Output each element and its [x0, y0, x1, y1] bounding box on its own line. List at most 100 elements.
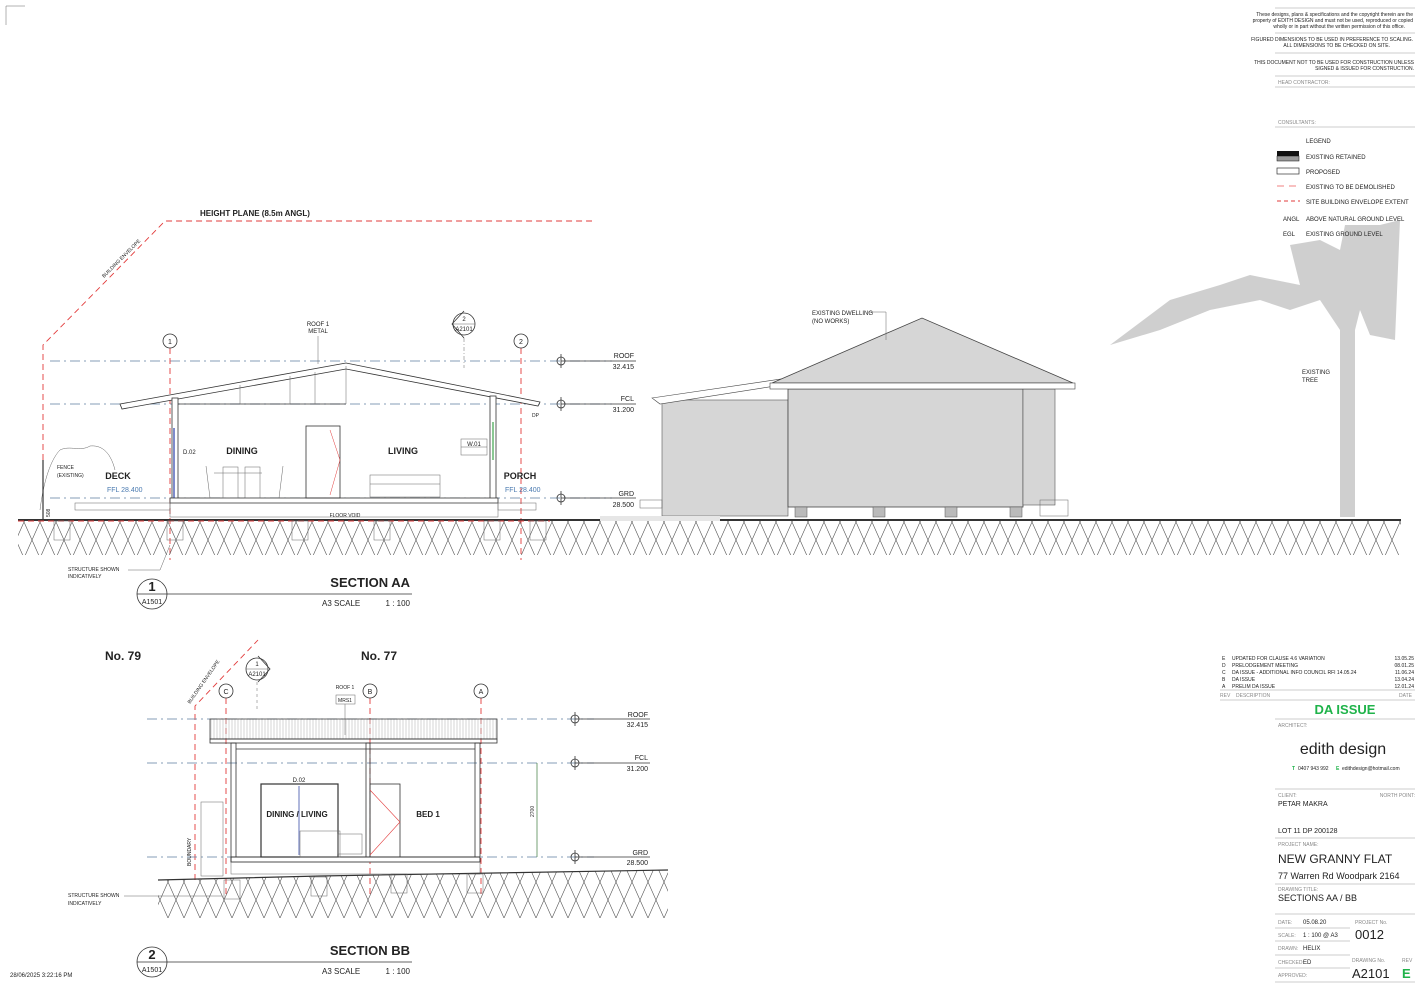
- wall-c: [230, 742, 237, 863]
- grid-label-b: B: [368, 689, 373, 696]
- bed-door: [369, 783, 401, 858]
- section-aa-title: 1 A1501 SECTION AA A3 SCALE 1 : 100: [136, 575, 412, 610]
- drawing-text: 2: [148, 947, 155, 962]
- grid-label-c: C: [223, 689, 228, 696]
- level-grd-name: GRD: [618, 491, 634, 498]
- structure-note-bb-2: INDICATIVELY: [68, 901, 102, 907]
- drawing-text: 1 : 100: [386, 967, 411, 976]
- drawing-text: ARCHITECT:: [1278, 723, 1307, 729]
- drawing-text: B: [1222, 677, 1226, 683]
- drawing-text: edithdesign@hotmail.com: [1342, 766, 1400, 772]
- room-label-dining: DINING: [226, 446, 258, 456]
- drawing-text: UPDATED FOR CLAUSE 4.6 VARIATION: [1232, 656, 1325, 662]
- boundary-label: BOUNDARY: [187, 837, 193, 866]
- drawing-number: A2101: [1352, 966, 1390, 981]
- drawing-text: HELIX: [1303, 946, 1320, 952]
- sheet-corner-mark: [5, 5, 25, 25]
- deck-aa: [74, 502, 171, 511]
- floor-aa: [169, 497, 499, 504]
- wall-left: [171, 397, 179, 501]
- drawing-text: A1501: [142, 967, 162, 974]
- drawing-text: SECTION AA: [330, 575, 410, 590]
- room-label-deck: DECK: [105, 471, 131, 481]
- drawing-text: NORTH POINT:: [1380, 793, 1415, 799]
- roof-note: ROOF 1: [307, 322, 330, 328]
- drawing-text: CHECKED:: [1278, 960, 1304, 966]
- drawing-text: 05.08.20: [1303, 920, 1327, 926]
- drawing-text: DATE: [1399, 693, 1413, 699]
- ground-line-bb: [157, 869, 669, 881]
- dimension-2700: 2700: [530, 806, 536, 817]
- drawing-text: A2101: [248, 672, 266, 678]
- grid-bubble-c: [218, 683, 234, 699]
- drawing-text: EGL: [1283, 232, 1296, 238]
- level-roof-name: ROOF: [614, 353, 634, 360]
- status-da-issue: DA ISSUE: [1315, 702, 1376, 717]
- drawing-text: A3 SCALE: [322, 599, 360, 608]
- drawing-text: SCALE:: [1278, 933, 1296, 939]
- legend: LEGEND EXISTING RETAINED PROPOSED EXISTI…: [1276, 139, 1409, 238]
- drawing-text: ANGL: [1283, 217, 1300, 223]
- drawing-text: 13.05.25: [1395, 656, 1415, 662]
- drawing-text: 12.01.24: [1395, 684, 1415, 690]
- roof-bb: [209, 718, 498, 740]
- structure-note: STRUCTURE SHOWN: [68, 567, 120, 573]
- footings-aa: [53, 520, 547, 541]
- drawing-text: E: [1336, 766, 1340, 772]
- construction-note: THIS DOCUMENT NOT TO BE USED FOR CONSTRU…: [1254, 60, 1415, 66]
- project-name: NEW GRANNY FLAT: [1278, 852, 1393, 866]
- downpipe-label: DP: [532, 413, 540, 419]
- level-fcl-value: 31.200: [613, 407, 635, 414]
- section-bb-title: 2 A1501 SECTION BB A3 SCALE 1 : 100: [136, 943, 412, 978]
- section-aa: HEIGHT PLANE (8.5m ANGL) BUILDING ENVELO…: [18, 209, 1401, 610]
- revision-letter: E: [1402, 966, 1411, 981]
- dimension-508: 508: [46, 508, 52, 517]
- grid-bubble-1: [162, 333, 178, 349]
- building-envelope-label: BUILDING ENVELOPE: [101, 238, 142, 279]
- drawing-text: EXISTING RETAINED: [1306, 155, 1366, 161]
- section-marker-2: 2 A2101: [451, 310, 476, 368]
- existing-tree-label: EXISTING: [1302, 370, 1330, 376]
- section-marker-1: 1 A2101: [245, 655, 271, 710]
- drawing-text: 08.01.25: [1395, 663, 1415, 669]
- drawing-text: property of EDITH DESIGN and must not be…: [1253, 18, 1414, 24]
- grid-bubble-2: [513, 333, 529, 349]
- drawing-text: 2: [462, 317, 466, 323]
- drawing-text: CLIENT:: [1278, 793, 1297, 799]
- existing-dwelling: [600, 317, 1076, 521]
- roof-note-material: METAL: [308, 329, 328, 335]
- building-envelope-label-bb: BUILDING ENVELOPE: [187, 659, 222, 706]
- drawing-text: A: [1222, 684, 1226, 690]
- ffl-deck: FFL 28.400: [107, 487, 143, 494]
- print-timestamp: 28/06/2025 3:22:16 PM: [10, 973, 72, 979]
- structure-note-bb: STRUCTURE SHOWN: [68, 893, 120, 899]
- existing-dwelling-note: (NO WORKS): [812, 319, 849, 325]
- drawing-text: PROJECT NAME:: [1278, 842, 1318, 848]
- drawing-text: HEAD CONTRACTOR:: [1278, 80, 1330, 86]
- level-fcl-value-bb: 31.200: [627, 766, 649, 773]
- ground-hatch-bb: [158, 870, 668, 918]
- external-unit: [200, 801, 224, 877]
- level-grd-value: 28.500: [613, 502, 635, 509]
- ground-hatch-aa: [18, 520, 1401, 555]
- level-fcl-name: FCL: [621, 396, 634, 403]
- title-block: These designs, plans & specifications an…: [1220, 7, 1415, 983]
- level-grd-name-bb: GRD: [632, 850, 648, 857]
- existing-dwelling-label: EXISTING DWELLING: [812, 311, 873, 317]
- drawing-text: 1 : 100: [386, 599, 411, 608]
- project-address: 77 Warren Rd Woodpark 2164: [1278, 871, 1400, 881]
- drawing-text: SITE BUILDING ENVELOPE EXTENT: [1306, 200, 1409, 206]
- drawing-text: PRELIM DA ISSUE: [1232, 684, 1276, 690]
- sofa: [369, 474, 441, 498]
- drawing-text: wholly or in part without the written pe…: [1273, 24, 1405, 30]
- fence-label: FENCE: [57, 465, 75, 471]
- drawing-text: 1: [148, 579, 155, 594]
- drawing-text: D: [1222, 663, 1226, 669]
- drawing-text: EXISTING GROUND LEVEL: [1306, 232, 1383, 238]
- lot-label-77: No. 77: [361, 649, 397, 663]
- drawing-text: ABOVE NATURAL GROUND LEVEL: [1306, 217, 1405, 223]
- drawing-title: SECTIONS AA / BB: [1278, 893, 1357, 903]
- grid-bubble-b: [362, 683, 378, 699]
- existing-fence: [39, 445, 116, 511]
- drawing-text: E: [1222, 656, 1226, 662]
